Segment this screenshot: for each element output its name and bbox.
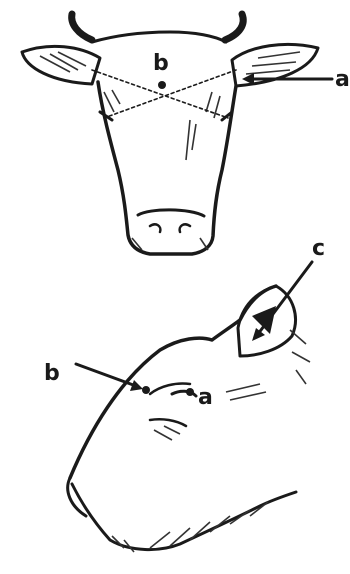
left-horn: [72, 14, 92, 40]
cheek-line: [150, 419, 186, 426]
point-b-side: [142, 386, 150, 394]
label-a-front: a: [335, 67, 350, 92]
label-c-side: c: [312, 236, 325, 261]
front-view-head: b a: [22, 14, 350, 254]
right-ear-shading: [246, 52, 300, 74]
crossline-ear-left-to-eye-right: [92, 70, 228, 118]
right-horn: [225, 14, 243, 40]
face-shading: [104, 90, 220, 160]
muzzle-line: [138, 210, 204, 216]
arrow-c-side: [258, 262, 312, 334]
left-ear-shading: [40, 52, 86, 72]
jaw-shading: [150, 502, 268, 548]
left-ear: [22, 46, 100, 84]
muzzle-shading: [132, 238, 208, 250]
label-b-front: b: [153, 51, 169, 76]
side-head-top-outline: [70, 286, 276, 478]
label-a-side: a: [198, 385, 213, 410]
poll-shading: [290, 330, 310, 384]
side-jaw-outline: [72, 484, 296, 550]
side-muzzle: [68, 478, 86, 516]
label-b-side: b: [44, 361, 60, 386]
point-b-front: [158, 81, 166, 89]
side-view-head: a b c: [44, 236, 325, 552]
face-outline: [98, 82, 236, 254]
left-nostril: [150, 224, 160, 232]
right-nostril: [180, 224, 190, 232]
point-a-side: [186, 388, 194, 396]
arrow-b-side: [76, 364, 136, 386]
arrowhead-c-side: [252, 328, 265, 341]
poll: [92, 32, 226, 42]
